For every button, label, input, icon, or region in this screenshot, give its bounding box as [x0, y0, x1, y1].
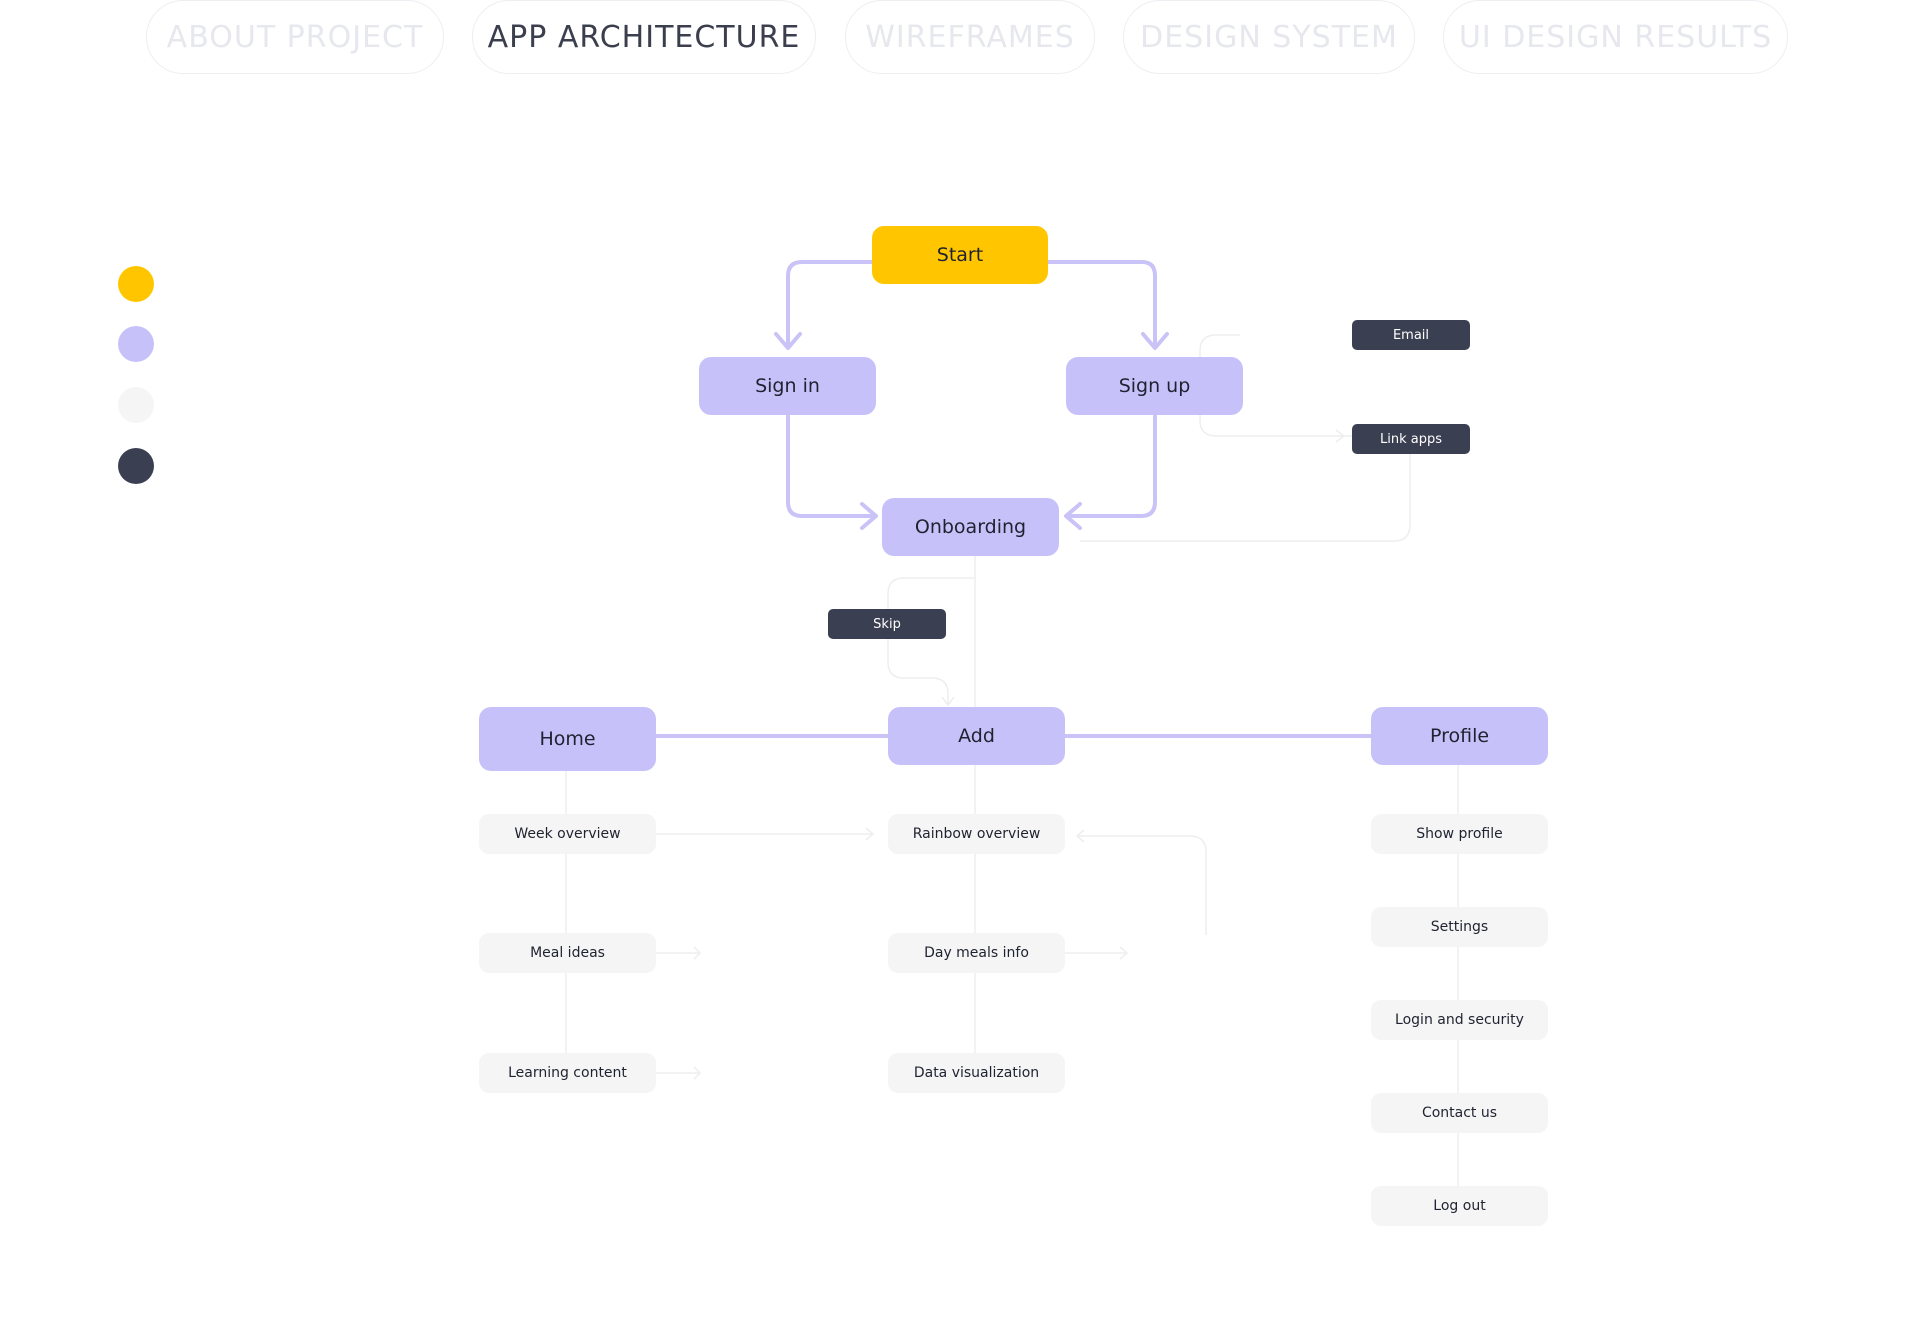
sign-in-node[interactable]: Sign in	[699, 357, 876, 415]
tab-design-system[interactable]: DESIGN SYSTEM	[1123, 0, 1415, 74]
main-connectors	[654, 260, 1373, 738]
skip-tag[interactable]: Skip	[828, 609, 946, 639]
start-node[interactable]: Start	[872, 226, 1048, 284]
profile-item-contact-us[interactable]: Contact us	[1371, 1093, 1548, 1133]
profile-item-show-profile[interactable]: Show profile	[1371, 814, 1548, 854]
legend-dot-dark-navy	[118, 448, 154, 484]
profile-item-settings[interactable]: Settings	[1371, 907, 1548, 947]
home-item-meal-ideas[interactable]: Meal ideas	[479, 933, 656, 973]
tab-about-project[interactable]: ABOUT PROJECT	[146, 0, 444, 74]
sign-up-node[interactable]: Sign up	[1066, 357, 1243, 415]
onboarding-node[interactable]: Onboarding	[882, 498, 1059, 556]
add-item-rainbow-overview[interactable]: Rainbow overview	[888, 814, 1065, 854]
profile-node[interactable]: Profile	[1371, 707, 1548, 765]
legend-dot-lavender	[118, 326, 154, 362]
home-node[interactable]: Home	[479, 707, 656, 771]
home-item-week-overview[interactable]: Week overview	[479, 814, 656, 854]
legend-dot-yellow	[118, 266, 154, 302]
email-tag[interactable]: Email	[1352, 320, 1470, 350]
add-node[interactable]: Add	[888, 707, 1065, 765]
tab-ui-design-results[interactable]: UI DESIGN RESULTS	[1443, 0, 1788, 74]
home-item-learning-content[interactable]: Learning content	[479, 1053, 656, 1093]
profile-item-log-out[interactable]: Log out	[1371, 1186, 1548, 1226]
add-item-day-meals-info[interactable]: Day meals info	[888, 933, 1065, 973]
link-apps-tag[interactable]: Link apps	[1352, 424, 1470, 454]
tab-wireframes[interactable]: WIREFRAMES	[845, 0, 1095, 74]
tab-app-architecture[interactable]: APP ARCHITECTURE	[472, 0, 816, 74]
section-tabs: ABOUT PROJECT APP ARCHITECTURE WIREFRAME…	[0, 0, 1920, 80]
add-item-data-visualization[interactable]: Data visualization	[888, 1053, 1065, 1093]
legend-dot-light-gray	[118, 387, 154, 423]
profile-item-login-and-security[interactable]: Login and security	[1371, 1000, 1548, 1040]
